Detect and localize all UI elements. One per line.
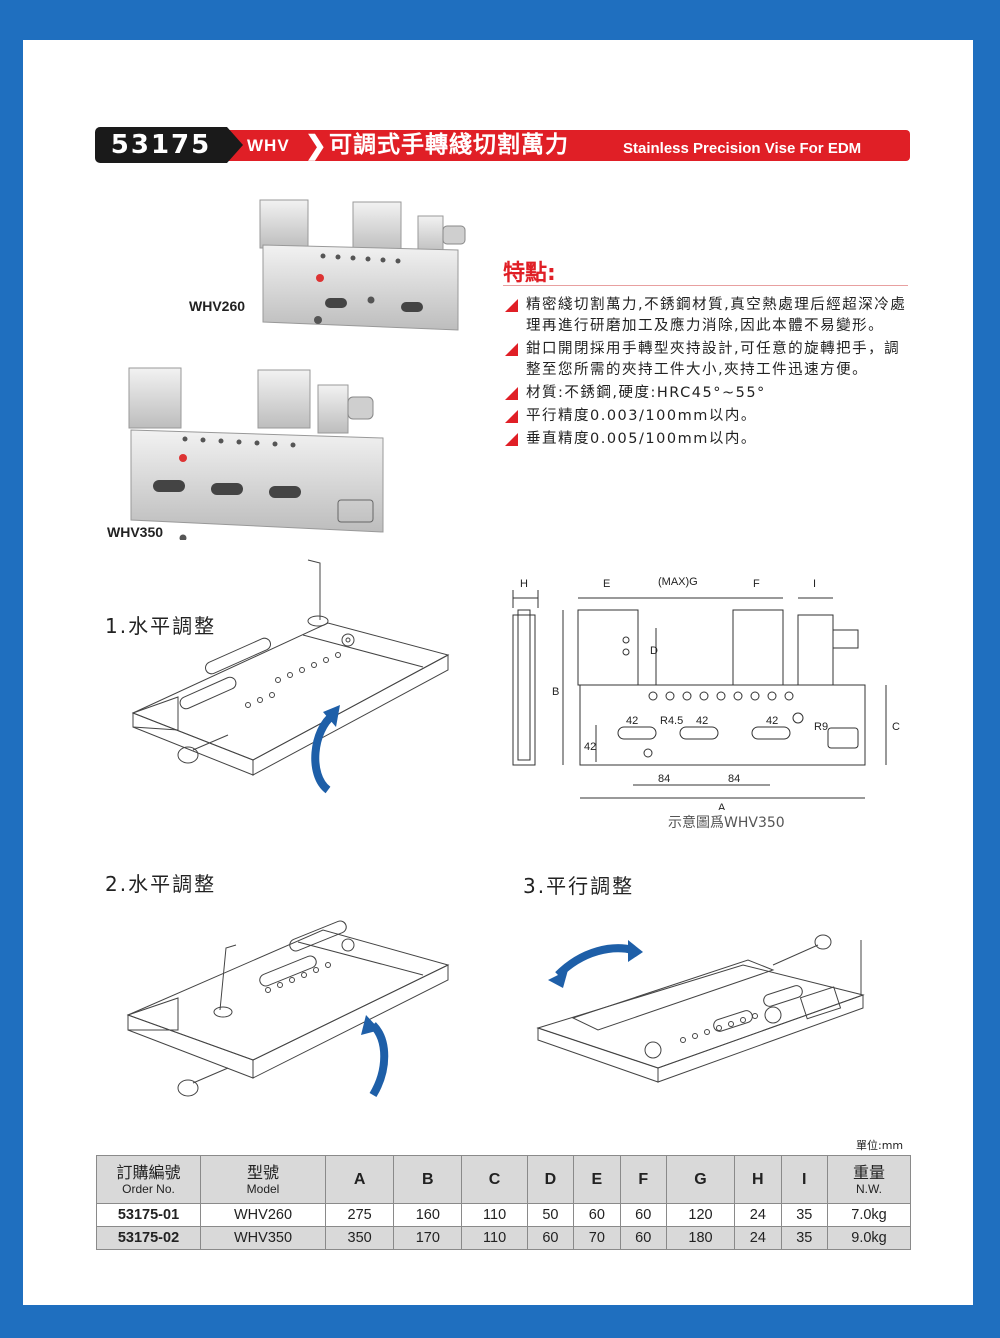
cell-h: 24 [734,1226,782,1250]
table-row: 53175-02 WHV350 350 170 110 60 70 60 180… [96,1226,911,1250]
step-2-illustration [126,920,450,1098]
cell-i: 35 [780,1226,829,1250]
cell-e: 60 [573,1203,621,1227]
features-list: 精密綫切割萬力,不銹鋼材質,真空熱處理后經超深冷處理再進行研磨加工及應力消除,因… [503,295,913,452]
cell-b: 170 [393,1226,463,1250]
svg-text:42: 42 [696,715,708,727]
feature-item: 精密綫切割萬力,不銹鋼材質,真空熱處理后經超深冷處理再進行研磨加工及應力消除,因… [503,295,913,337]
header-g: G [665,1155,736,1204]
whv260-label: WHV260 [189,298,246,314]
step-3-illustration [536,934,865,1083]
svg-text:C: C [892,721,900,733]
unit-label: 單位:mm [856,1139,904,1152]
header-c: C [461,1155,528,1204]
product-title-en: Stainless Precision Vise For EDM [623,140,862,157]
drawing-note: 示意圖爲WHV350 [668,815,785,831]
product-code: 53175 [95,127,227,163]
cell-model: WHV350 [200,1226,326,1250]
catalog-page: 53175 WHV ❯ 可調式手轉綫切割萬力 Stainless Precisi… [23,40,973,1305]
step-2-label: 2.水平調整 [105,872,217,896]
svg-text:H: H [520,578,528,590]
header-b: B [393,1155,463,1204]
technical-drawing: H E (MAX)G F I D B C A 42 R4.5 42 42 R9 … [512,576,900,810]
whv350-photo [128,367,384,540]
cell-f: 60 [619,1226,667,1250]
cell-i: 35 [780,1203,829,1227]
cell-c: 110 [461,1226,528,1250]
triangle-bullet-icon [505,410,518,423]
cell-f: 60 [619,1203,667,1227]
header-a: A [324,1155,395,1204]
cell-order-no: 53175-02 [96,1226,201,1250]
series-model: WHV [247,136,290,155]
cell-a: 350 [324,1226,395,1250]
header-banner: 53175 WHV ❯ 可調式手轉綫切割萬力 Stainless Precisi… [95,127,910,163]
feature-item: 材質:不銹鋼,硬度:HRC45°~55° [503,383,913,404]
step-3-label: 3.平行調整 [523,874,635,898]
header-e: E [573,1155,621,1204]
svg-text:(MAX)G: (MAX)G [658,576,698,588]
table-row: 53175-01 WHV260 275 160 110 50 60 60 120… [96,1203,911,1227]
triangle-bullet-icon [505,387,518,400]
svg-text:A: A [718,802,726,810]
step-1-label: 1.水平調整 [105,614,217,638]
triangle-bullet-icon [505,433,518,446]
triangle-bullet-icon [505,299,518,312]
svg-text:I: I [813,578,816,590]
cell-g: 180 [665,1226,736,1250]
cell-b: 160 [393,1203,463,1227]
triangle-bullet-icon [505,343,518,356]
features-title: 特點: [503,261,556,286]
svg-text:84: 84 [658,773,670,785]
svg-text:R9: R9 [814,721,828,733]
svg-text:42: 42 [766,715,778,727]
svg-text:E: E [603,578,610,590]
whv260-photo [259,199,466,331]
cell-order-no: 53175-01 [96,1203,201,1227]
chevron-arrow-icon [227,127,243,163]
svg-text:84: 84 [728,773,740,785]
feature-item: 平行精度0.003/100mm以内。 [503,406,913,427]
features-divider [503,285,908,286]
feature-item: 垂直精度0.005/100mm以内。 [503,429,913,450]
cell-model: WHV260 [200,1203,326,1227]
header-i: I [780,1155,829,1204]
svg-text:42: 42 [584,741,596,753]
whv350-label: WHV350 [107,524,164,540]
header-d: D [526,1155,575,1204]
cell-weight: 9.0kg [827,1226,911,1250]
header-h: H [734,1155,782,1204]
svg-text:B: B [552,686,559,698]
svg-text:D: D [650,645,658,657]
cell-e: 70 [573,1226,621,1250]
step-1-illustration [131,559,450,794]
cell-a: 275 [324,1203,395,1227]
chevron-right-icon: ❯ [305,130,327,160]
svg-text:42: 42 [626,715,638,727]
svg-text:F: F [753,578,760,590]
svg-text:R4.5: R4.5 [660,715,683,727]
cell-h: 24 [734,1203,782,1227]
feature-item: 鉗口開閉採用手轉型夾持設計,可任意的旋轉把手，調整至您所需的夾持工件大小,夾持工… [503,339,913,381]
cell-weight: 7.0kg [827,1203,911,1227]
cell-d: 60 [526,1226,575,1250]
header-f: F [619,1155,667,1204]
cell-g: 120 [665,1203,736,1227]
product-title-zh: 可調式手轉綫切割萬力 [329,132,569,158]
cell-c: 110 [461,1203,528,1227]
cell-d: 50 [526,1203,575,1227]
